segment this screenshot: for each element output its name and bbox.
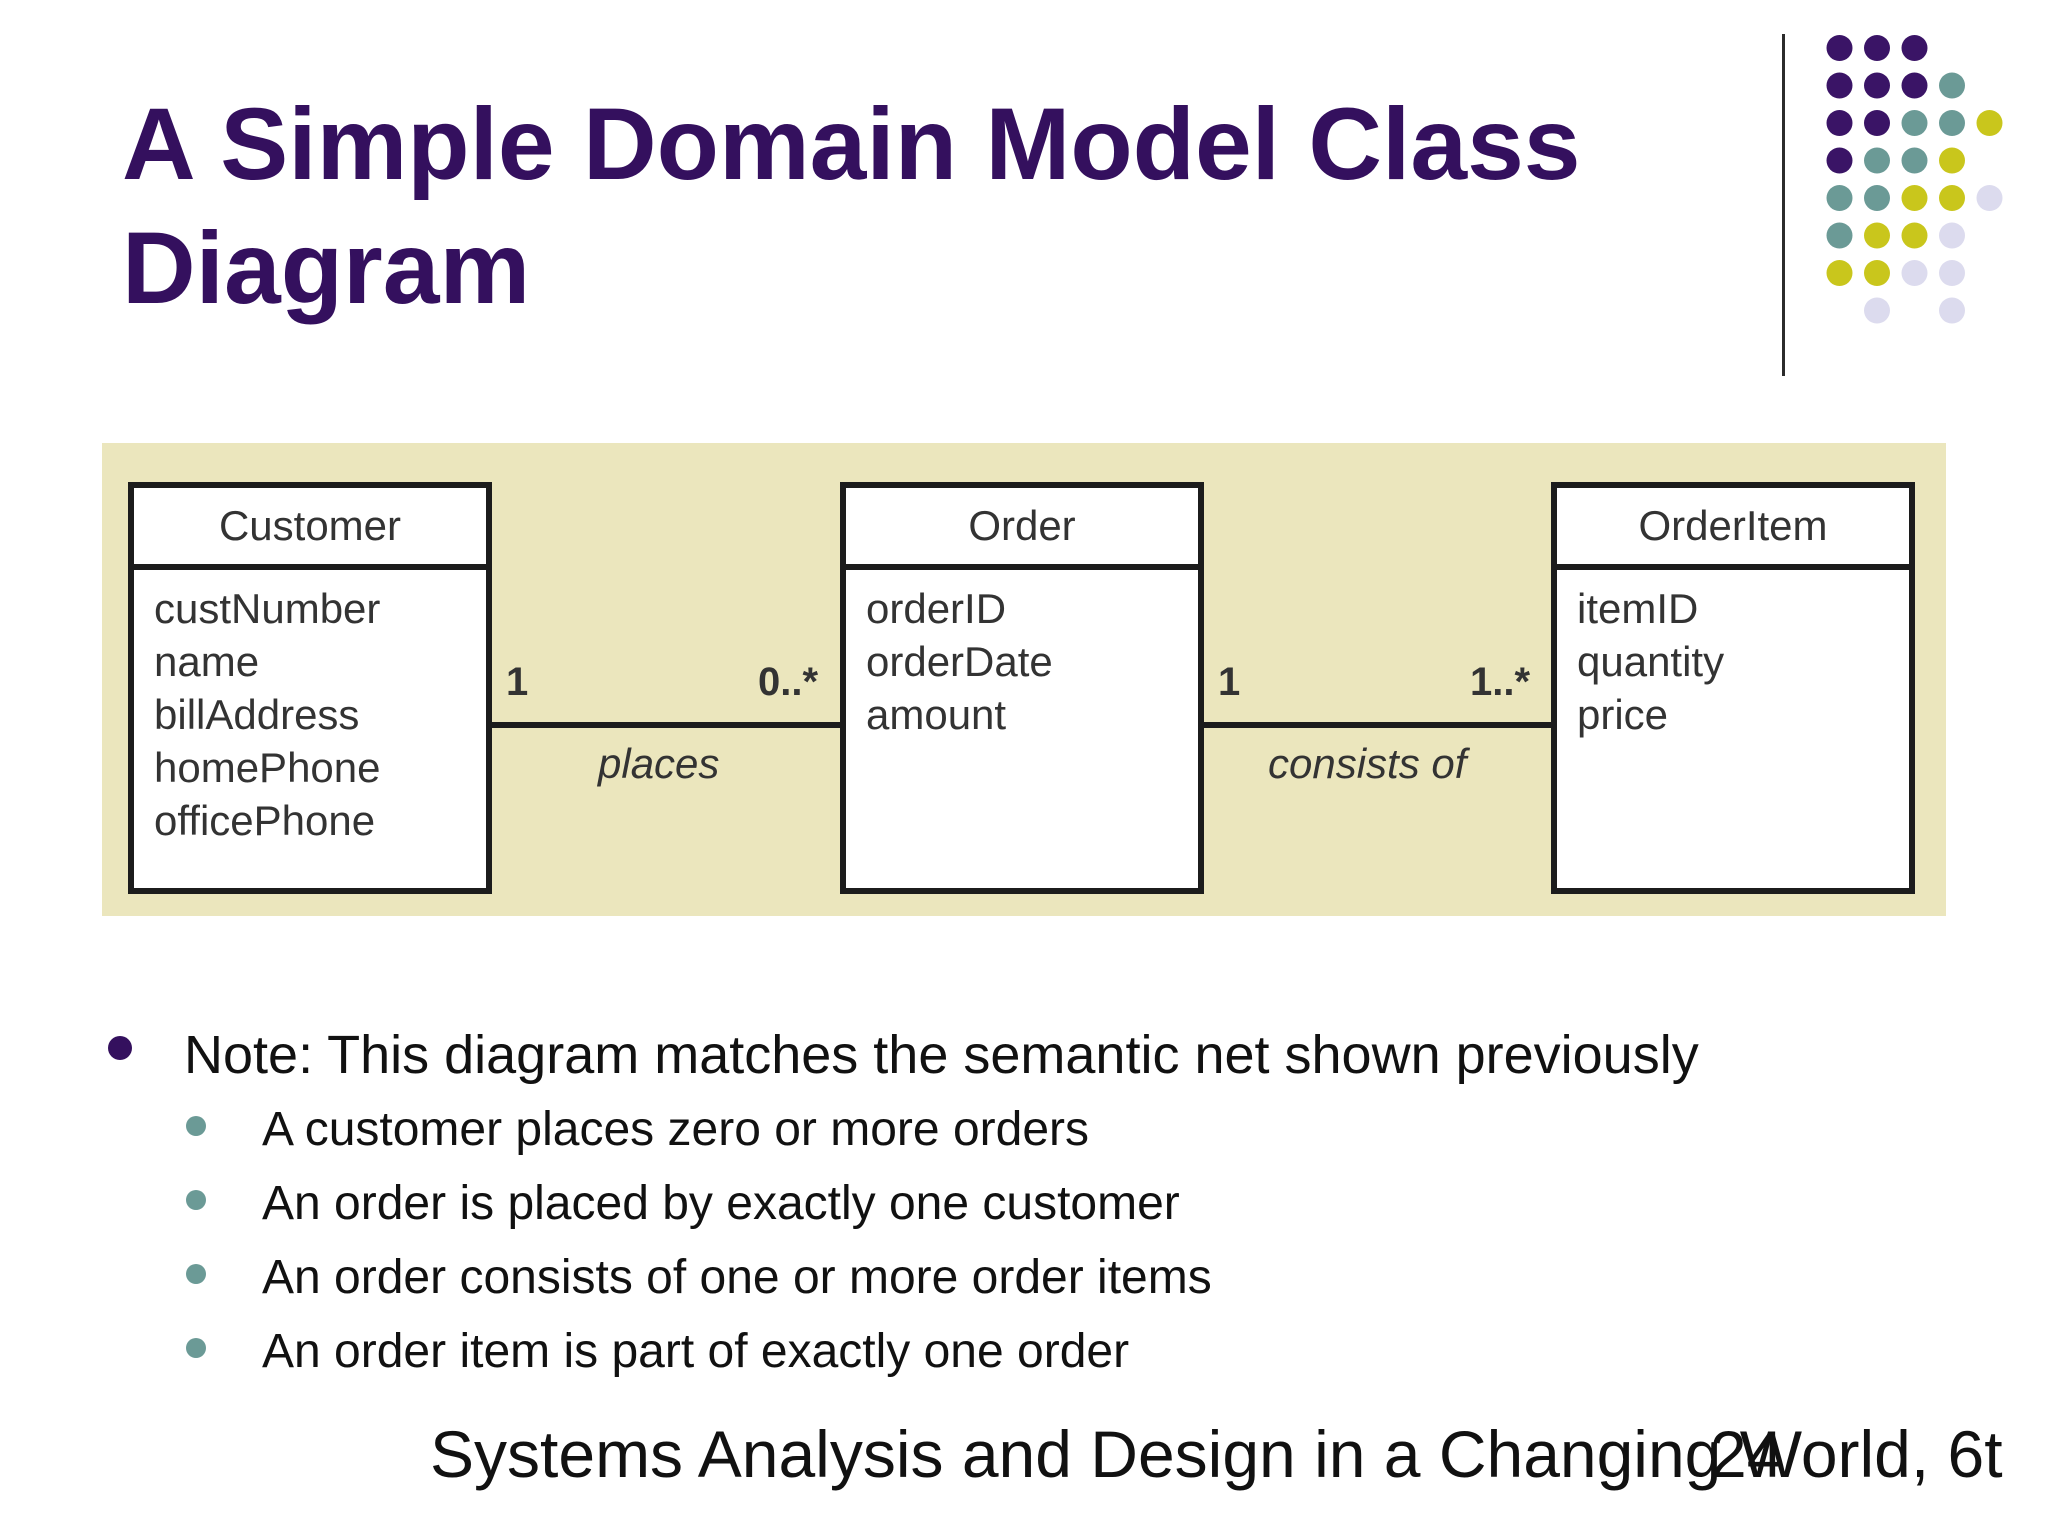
sub-bullet: An order item is part of exactly one ord… <box>262 1325 1130 1378</box>
class-customer: Customer custNumber name billAddress hom… <box>128 482 492 894</box>
class-attribute: homePhone <box>154 744 381 791</box>
class-attributes: itemID quantity price <box>1557 570 1909 741</box>
multiplicity-orderitem-end: 1..* <box>1470 660 1531 704</box>
decorative-dot <box>1826 222 1853 249</box>
sub-bullet-dot <box>186 1116 206 1136</box>
association-label-places: places <box>598 740 720 787</box>
class-attribute: quantity <box>1577 638 1725 685</box>
decorative-dot <box>1976 185 2003 211</box>
association-line-places <box>492 722 840 728</box>
class-attribute: itemID <box>1577 585 1699 632</box>
class-attribute: billAddress <box>154 691 360 738</box>
decorative-dot <box>1976 110 2003 136</box>
class-name: Customer <box>134 488 486 570</box>
decorative-dot <box>1939 110 1965 136</box>
class-order: Order orderID orderDate amount <box>840 482 1204 894</box>
decorative-dot <box>1826 72 1853 99</box>
decorative-dot <box>1939 72 1965 99</box>
bullet-main: Note: This diagram matches the semantic … <box>184 1025 1699 1085</box>
slide-footer: Systems Analysis and Design in a Changin… <box>430 1417 2003 1491</box>
decorative-dot <box>1864 147 1890 174</box>
multiplicity-customer-end: 1 <box>506 660 529 704</box>
decorative-dot <box>1939 222 1965 249</box>
decorative-dot <box>1901 35 1928 61</box>
class-attributes: custNumber name billAddress homePhone of… <box>134 570 486 847</box>
title-divider <box>1782 34 1785 376</box>
decorative-dot <box>1901 185 1928 211</box>
class-attribute: amount <box>866 691 1007 738</box>
decorative-dot <box>1826 185 1853 211</box>
decorative-dot <box>1901 72 1928 99</box>
class-attributes: orderID orderDate amount <box>846 570 1198 741</box>
decorative-dot <box>1864 110 1890 136</box>
dot-grid-graphic <box>1826 35 2003 324</box>
sub-bullet: A customer places zero or more orders <box>262 1103 1089 1156</box>
sub-bullet-dot <box>186 1190 206 1210</box>
class-attribute: custNumber <box>154 585 381 632</box>
decorative-dot <box>1826 35 1853 61</box>
class-attribute: orderID <box>866 585 1007 632</box>
slide-number: 24 <box>1710 1417 1784 1491</box>
decorative-dot <box>1864 72 1890 99</box>
decorative-dot <box>1826 110 1853 136</box>
decorative-dot <box>1901 110 1928 136</box>
association-line-consists-of <box>1204 722 1551 728</box>
decorative-dot <box>1939 185 1965 211</box>
class-name: OrderItem <box>1557 488 1909 570</box>
class-attribute: name <box>154 638 260 685</box>
decorative-dot <box>1826 260 1853 286</box>
decorative-dot <box>1864 35 1890 61</box>
multiplicity-order-end: 1 <box>1218 660 1241 704</box>
decorative-dot-grid <box>0 0 2048 340</box>
sub-bullet-dot <box>186 1264 206 1284</box>
class-attribute: orderDate <box>866 638 1053 685</box>
decorative-dot <box>1939 260 1965 286</box>
decorative-dot <box>1901 147 1928 174</box>
class-name: Order <box>846 488 1198 570</box>
decorative-dot <box>1864 222 1890 249</box>
sub-bullet-dot <box>186 1338 206 1358</box>
decorative-dot <box>1826 147 1853 174</box>
class-attribute: officePhone <box>154 797 376 844</box>
decorative-dot <box>1901 260 1928 286</box>
class-attribute: price <box>1577 691 1669 738</box>
association-label-consists-of: consists of <box>1268 740 1467 787</box>
class-orderitem: OrderItem itemID quantity price <box>1551 482 1915 894</box>
decorative-dot <box>1901 222 1928 249</box>
multiplicity-order-end: 0..* <box>758 660 819 704</box>
decorative-dot <box>1864 297 1890 324</box>
decorative-dot <box>1939 297 1965 324</box>
decorative-dot <box>1939 147 1965 174</box>
bullet-dot <box>108 1036 132 1060</box>
sub-bullet: An order consists of one or more order i… <box>262 1251 1212 1304</box>
sub-bullet: An order is placed by exactly one custom… <box>262 1177 1180 1230</box>
decorative-dot <box>1864 260 1890 286</box>
decorative-dot <box>1864 185 1890 211</box>
slide-title: A Simple Domain Model Class Diagram <box>122 87 1581 325</box>
